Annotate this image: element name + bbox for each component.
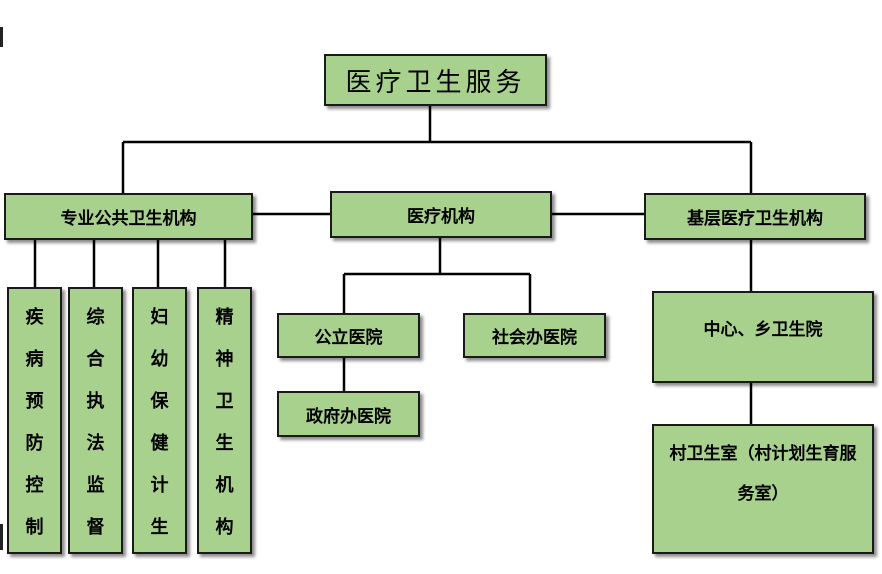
disease-control-label: 疾病预防控制	[25, 307, 44, 538]
node-township-center: 中心、乡卫生院	[652, 291, 874, 383]
social-hospital-label: 社会办医院	[492, 328, 577, 348]
node-mental-health: 精神卫生机构	[197, 287, 252, 554]
public-hospital-label: 公立医院	[314, 328, 383, 348]
node-medical: 医疗机构	[330, 191, 552, 238]
root-node: 医疗卫生服务	[324, 54, 547, 106]
public-health-label: 专业公共卫生机构	[60, 209, 197, 229]
grassroots-label: 基层医疗卫生机构	[687, 209, 823, 229]
node-law-enforcement: 综合执法监督	[68, 287, 123, 554]
gov-hospital-label: 政府办医院	[306, 406, 391, 427]
node-social-hospital: 社会办医院	[463, 313, 606, 358]
node-public-hospital: 公立医院	[277, 313, 420, 358]
node-disease-control: 疾病预防控制	[7, 287, 62, 554]
medical-label: 医疗机构	[407, 207, 475, 227]
edge-mark-bottom	[0, 524, 3, 550]
node-village-clinic: 村卫生室（村计划生育服务室）	[652, 424, 874, 554]
root-label: 医疗卫生服务	[345, 67, 526, 98]
node-maternal-child: 妇幼保健计生	[132, 287, 187, 554]
mental-health-label: 精神卫生机构	[215, 307, 234, 538]
township-center-label: 中心、乡卫生院	[703, 320, 823, 340]
node-public-health: 专业公共卫生机构	[4, 193, 253, 240]
maternal-child-label: 妇幼保健计生	[150, 307, 169, 538]
village-clinic-label: 村卫生室（村计划生育服务室）	[669, 444, 857, 504]
law-enforcement-label: 综合执法监督	[86, 307, 105, 538]
node-grassroots: 基层医疗卫生机构	[644, 193, 866, 240]
node-gov-hospital: 政府办医院	[277, 391, 420, 437]
edge-mark-top	[0, 27, 3, 47]
